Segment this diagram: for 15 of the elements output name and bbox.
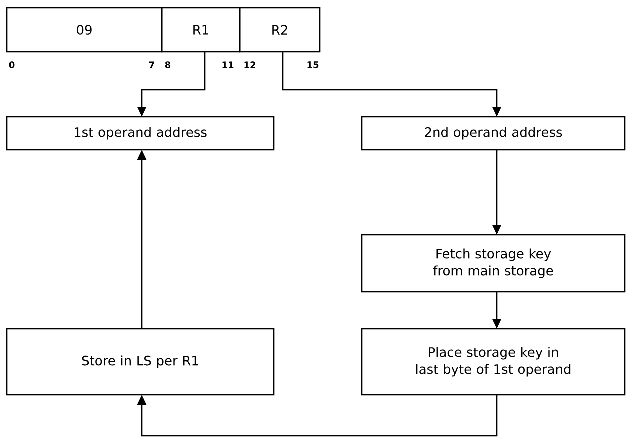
- bit-number: 12: [244, 62, 256, 68]
- process-box: 1st operand address: [6, 116, 275, 151]
- field-box: R2: [239, 7, 321, 53]
- field-box: R1: [161, 7, 241, 53]
- bit-number: 8: [165, 62, 171, 68]
- process-box: Store in LS per R1: [6, 328, 275, 396]
- arrow: [137, 395, 498, 437]
- process-box: Fetch storage key from main storage: [361, 234, 626, 293]
- bit-number: 11: [222, 62, 234, 68]
- field-box: 09: [6, 7, 163, 53]
- bit-number: 15: [308, 62, 319, 68]
- process-box: 2nd operand address: [361, 116, 626, 151]
- process-box: Place storage key in last byte of 1st operand: [361, 328, 626, 396]
- bit-number: 7: [149, 62, 154, 68]
- bit-number: 0: [9, 62, 15, 68]
